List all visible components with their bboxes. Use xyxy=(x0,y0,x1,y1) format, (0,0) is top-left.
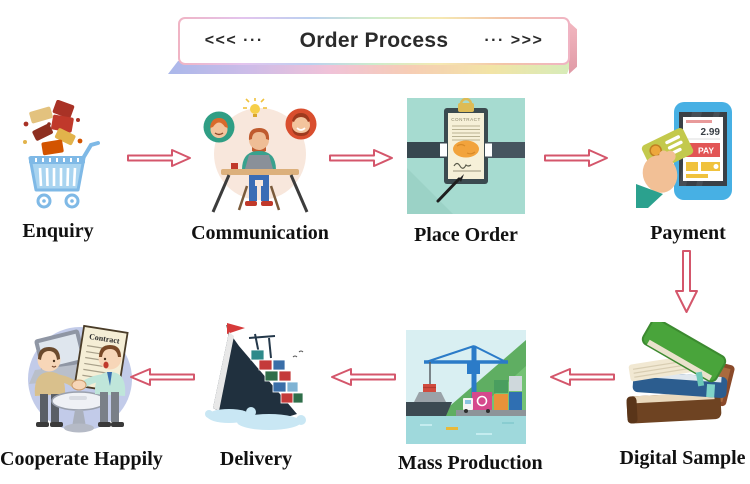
step-label-communication: Communication xyxy=(191,222,329,244)
cargo-ship-small xyxy=(406,392,452,416)
step-enquiry: Enquiry xyxy=(6,100,110,242)
flow-arrow-down-icon xyxy=(675,250,698,313)
flow-arrow-right-icon xyxy=(329,149,393,167)
title-banner: <<< ··· Order Process ··· >>> xyxy=(178,17,577,74)
deck-containers xyxy=(250,349,304,404)
step-label-delivery: Delivery xyxy=(219,448,293,470)
handshake-arms xyxy=(407,140,525,158)
water xyxy=(406,416,526,444)
step-delivery: Delivery xyxy=(196,320,316,470)
step-label-mass-production: Mass Production xyxy=(398,452,543,474)
pen xyxy=(436,174,464,203)
container-ship-icon xyxy=(196,320,316,434)
shopping-cart-icon xyxy=(6,100,110,212)
businessman-left xyxy=(34,347,79,427)
banner-left-decoration: <<< ··· xyxy=(204,32,264,49)
flow-arrow-left-icon xyxy=(550,368,615,386)
contract-signing-icon: CONTRACT xyxy=(400,98,532,214)
step-mass-production: Mass Production xyxy=(398,330,543,474)
book-green-top xyxy=(641,322,726,383)
desk xyxy=(211,163,309,213)
pay-button-text: PAY xyxy=(698,146,714,156)
flow-arrow-right-icon xyxy=(544,149,608,167)
banner-right-decoration: ··· >>> xyxy=(484,32,544,49)
cart-items xyxy=(23,100,83,156)
handshake-partners-icon: Contract xyxy=(0,324,160,440)
flow-arrow-left-icon xyxy=(331,368,396,386)
cart-body xyxy=(28,141,100,209)
payment-amount-text: 2.99 xyxy=(701,127,721,138)
page-title: Order Process xyxy=(299,29,449,52)
idea-bulb-icon xyxy=(243,98,267,117)
step-cooperate-happily: Contract xyxy=(0,324,163,470)
avatar-right xyxy=(285,108,317,140)
flow-arrow-right-icon xyxy=(127,149,191,167)
step-digital-sample: Digital Sample xyxy=(615,322,750,469)
avatar-left xyxy=(203,111,235,143)
contract-title-text: CONTRACT xyxy=(451,117,481,122)
pier-and-containers xyxy=(456,376,526,426)
step-label-enquiry: Enquiry xyxy=(22,220,94,242)
step-label-digital-sample: Digital Sample xyxy=(619,447,746,469)
person-at-desk xyxy=(242,128,276,170)
step-label-cooperate-happily: Cooperate Happily xyxy=(0,448,163,470)
banner-face: <<< ··· Order Process ··· >>> xyxy=(178,17,570,65)
step-label-payment: Payment xyxy=(650,222,726,244)
banner-right-bevel xyxy=(569,22,577,74)
port-crane-icon xyxy=(398,330,534,444)
table xyxy=(51,391,107,433)
person-legs-chair xyxy=(237,175,281,211)
step-payment: 2.99 PAY xyxy=(633,100,743,244)
hand xyxy=(636,150,678,208)
flow-arrow-left-icon xyxy=(130,368,195,386)
step-communication: Communication xyxy=(190,98,330,244)
step-label-place-order: Place Order xyxy=(414,224,518,246)
banner-bottom-bevel xyxy=(168,61,572,74)
credit-card-phone-icon: 2.99 PAY xyxy=(633,100,743,208)
handshake-hands xyxy=(71,379,87,391)
step-place-order: CONTRACT xyxy=(400,98,532,246)
water-splash xyxy=(205,407,306,430)
book-stack-icon xyxy=(615,322,750,434)
people-chat-desk-icon xyxy=(190,98,330,216)
